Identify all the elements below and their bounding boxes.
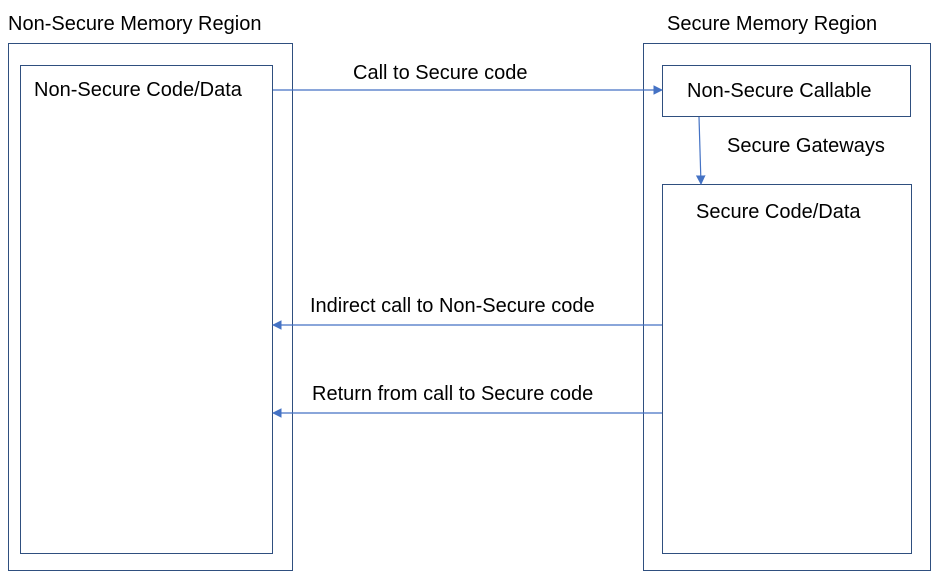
non-secure-callable-label: Non-Secure Callable <box>687 80 872 102</box>
secure-code-data-label: Secure Code/Data <box>696 201 861 223</box>
non-secure-code-data-box: Non-Secure Code/Data <box>20 65 273 554</box>
secure-gateways-label: Secure Gateways <box>727 135 885 157</box>
secure-code-data-box: Secure Code/Data <box>662 184 912 554</box>
non-secure-region-title: Non-Secure Memory Region <box>8 13 262 35</box>
secure-gateways-arrow <box>695 116 706 185</box>
non-secure-code-data-label: Non-Secure Code/Data <box>34 79 242 101</box>
return-from-call-label: Return from call to Secure code <box>312 383 594 405</box>
non-secure-callable-box: Non-Secure Callable <box>662 65 911 117</box>
call-to-secure-label: Call to Secure code <box>353 62 528 84</box>
secure-region-title: Secure Memory Region <box>667 13 878 35</box>
indirect-call-label: Indirect call to Non-Secure code <box>310 295 595 317</box>
